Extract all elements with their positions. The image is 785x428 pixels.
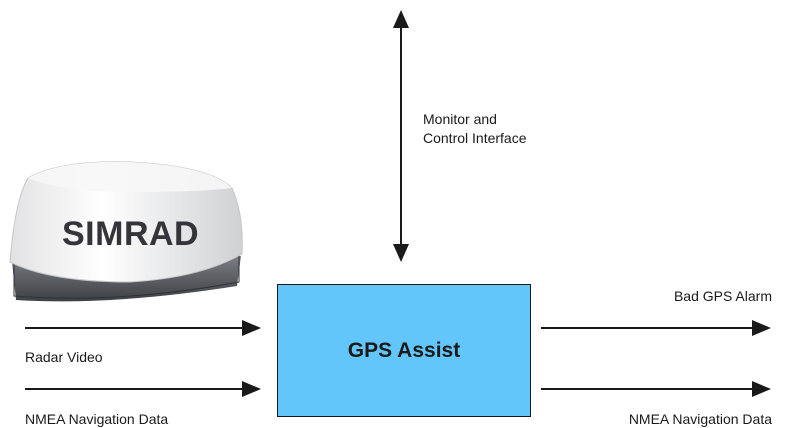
interface-label-line1: Monitor and: [423, 111, 497, 127]
radar-video-arrow: [25, 320, 261, 336]
gps-assist-box: GPS Assist: [277, 284, 531, 417]
gps-assist-title: GPS Assist: [347, 338, 461, 362]
bad-gps-alarm-label: Bad GPS Alarm: [673, 288, 772, 304]
nmea-in-label: NMEA Navigation Data: [25, 411, 169, 427]
nmea-out-arrow: [541, 381, 771, 397]
radar-video-label: Radar Video: [25, 349, 103, 365]
interface-label-line2: Control Interface: [423, 130, 527, 146]
nmea-in-arrow: [25, 381, 261, 397]
radar-brand-logo: SIMRAD: [62, 215, 199, 253]
interface-double-arrow: [393, 10, 409, 262]
nmea-out-label: NMEA Navigation Data: [628, 411, 772, 427]
bad-gps-alarm-arrow: [541, 320, 771, 336]
radar-dome-image: SIMRAD: [9, 161, 243, 302]
